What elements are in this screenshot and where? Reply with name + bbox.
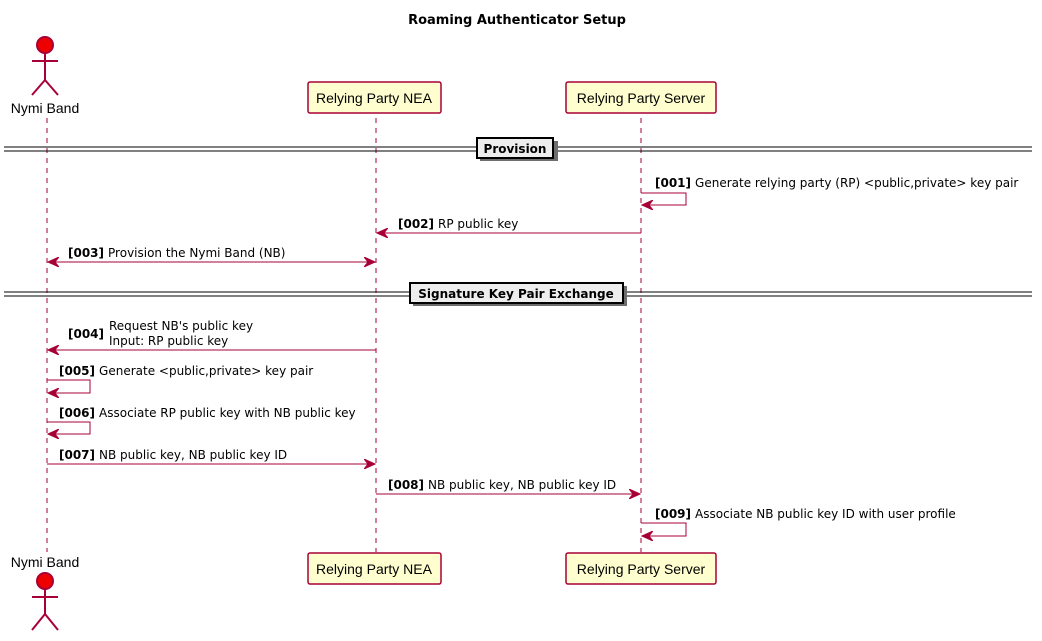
message-label: [008]NB public key, NB public key ID: [388, 478, 616, 492]
message-008: [008]NB public key, NB public key ID: [376, 478, 640, 494]
message-label: [002]RP public key: [398, 217, 518, 231]
diagram-title: Roaming Authenticator Setup: [408, 13, 626, 28]
actor-label: Nymi Band: [11, 554, 79, 570]
participant-nea-bottom: Relying Party NEA: [307, 552, 442, 585]
message-006: [006]Associate RP public key with NB pub…: [47, 406, 356, 434]
message-001: [001]Generate relying party (RP) <public…: [641, 176, 1018, 205]
actor-head-icon: [36, 36, 54, 54]
participant-label: Relying Party Server: [577, 561, 706, 577]
actor-nymi-bottom: Nymi Band: [11, 554, 79, 631]
divider-label: Provision: [484, 142, 547, 156]
divider-provision: Provision: [4, 137, 1032, 161]
divider-signature-exchange: Signature Key Pair Exchange: [4, 282, 1032, 306]
message-003: [003]Provision the Nymi Band (NB): [48, 246, 375, 262]
actor-nymi-top: Nymi Band: [11, 36, 79, 116]
actor-label: Nymi Band: [11, 100, 79, 116]
participant-label: Relying Party Server: [577, 90, 706, 106]
message-text: Request NB's public key: [109, 319, 253, 333]
message-label: [006]Associate RP public key with NB pub…: [59, 406, 356, 420]
participant-nea-top: Relying Party NEA: [307, 81, 442, 114]
message-label: [007]NB public key, NB public key ID: [59, 448, 287, 462]
participant-label: Relying Party NEA: [316, 561, 433, 577]
actor-head-icon: [36, 572, 54, 590]
message-text-line2: Input: RP public key: [109, 334, 228, 348]
participant-server-top: Relying Party Server: [565, 81, 717, 114]
participant-label: Relying Party NEA: [316, 90, 433, 106]
message-009: [009]Associate NB public key ID with use…: [641, 507, 956, 536]
divider-label: Signature Key Pair Exchange: [418, 287, 613, 301]
message-label: [009]Associate NB public key ID with use…: [655, 507, 956, 521]
message-004: [004] Request NB's public key Input: RP …: [48, 319, 376, 350]
message-005: [005]Generate <public,private> key pair: [47, 364, 313, 393]
message-label: [001]Generate relying party (RP) <public…: [655, 176, 1018, 190]
message-label: [005]Generate <public,private> key pair: [59, 364, 313, 378]
message-007: [007]NB public key, NB public key ID: [47, 448, 375, 464]
message-number: [004]: [68, 327, 104, 341]
participant-server-bottom: Relying Party Server: [565, 552, 717, 585]
message-label: [003]Provision the Nymi Band (NB): [68, 246, 285, 260]
message-002: [002]RP public key: [377, 217, 641, 233]
